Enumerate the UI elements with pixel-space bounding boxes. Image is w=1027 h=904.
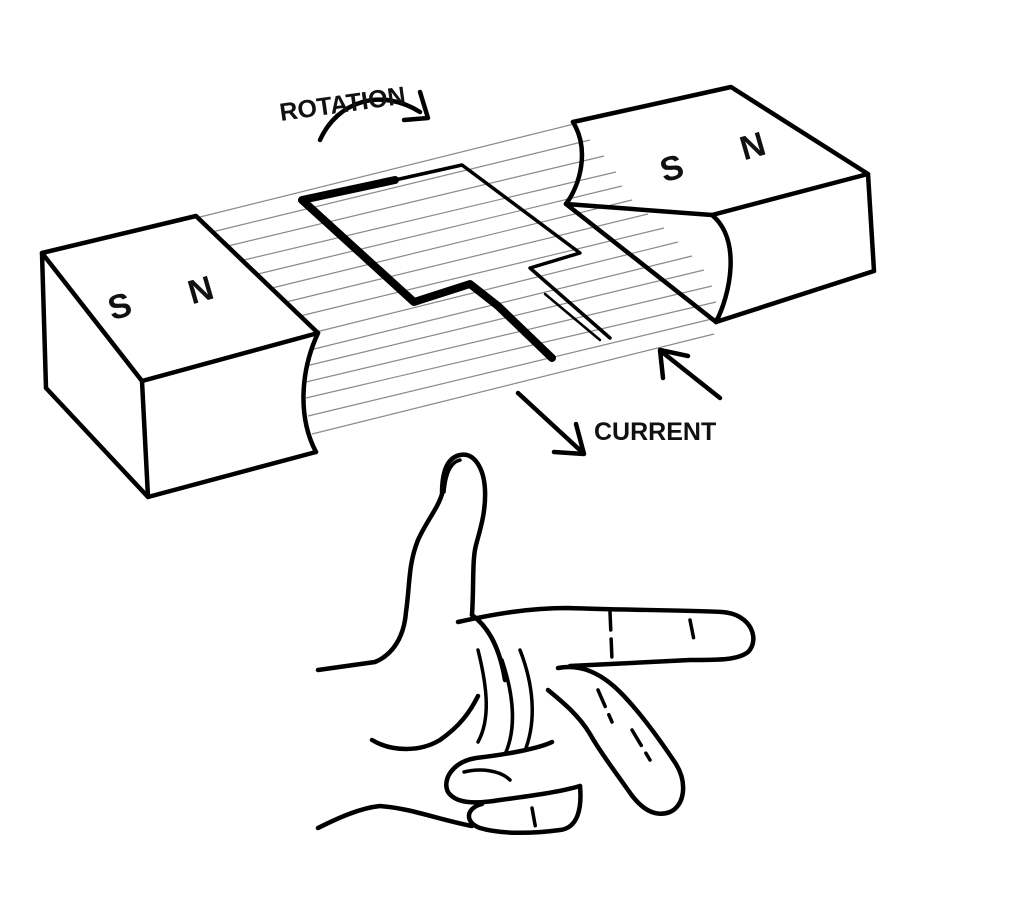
coil-lead-line [543,292,602,342]
current-label: CURRENT [594,418,716,446]
magnetic-field-lines [195,123,717,435]
current-arrow-in [657,347,723,401]
right-magnet: S N [563,84,877,325]
right-magnet-north-label: N [736,125,770,168]
coil-loop [298,163,612,362]
left-magnet-south-label: S [104,285,136,328]
current-arrow-out [515,390,587,457]
left-hand-illustration [315,452,756,836]
left-magnet-north-label: N [184,269,218,312]
left-magnet: S N [39,213,321,500]
right-magnet-south-label: S [656,147,688,190]
rotation-label: ROTATION [278,82,408,127]
rotation-arrow [317,89,431,143]
